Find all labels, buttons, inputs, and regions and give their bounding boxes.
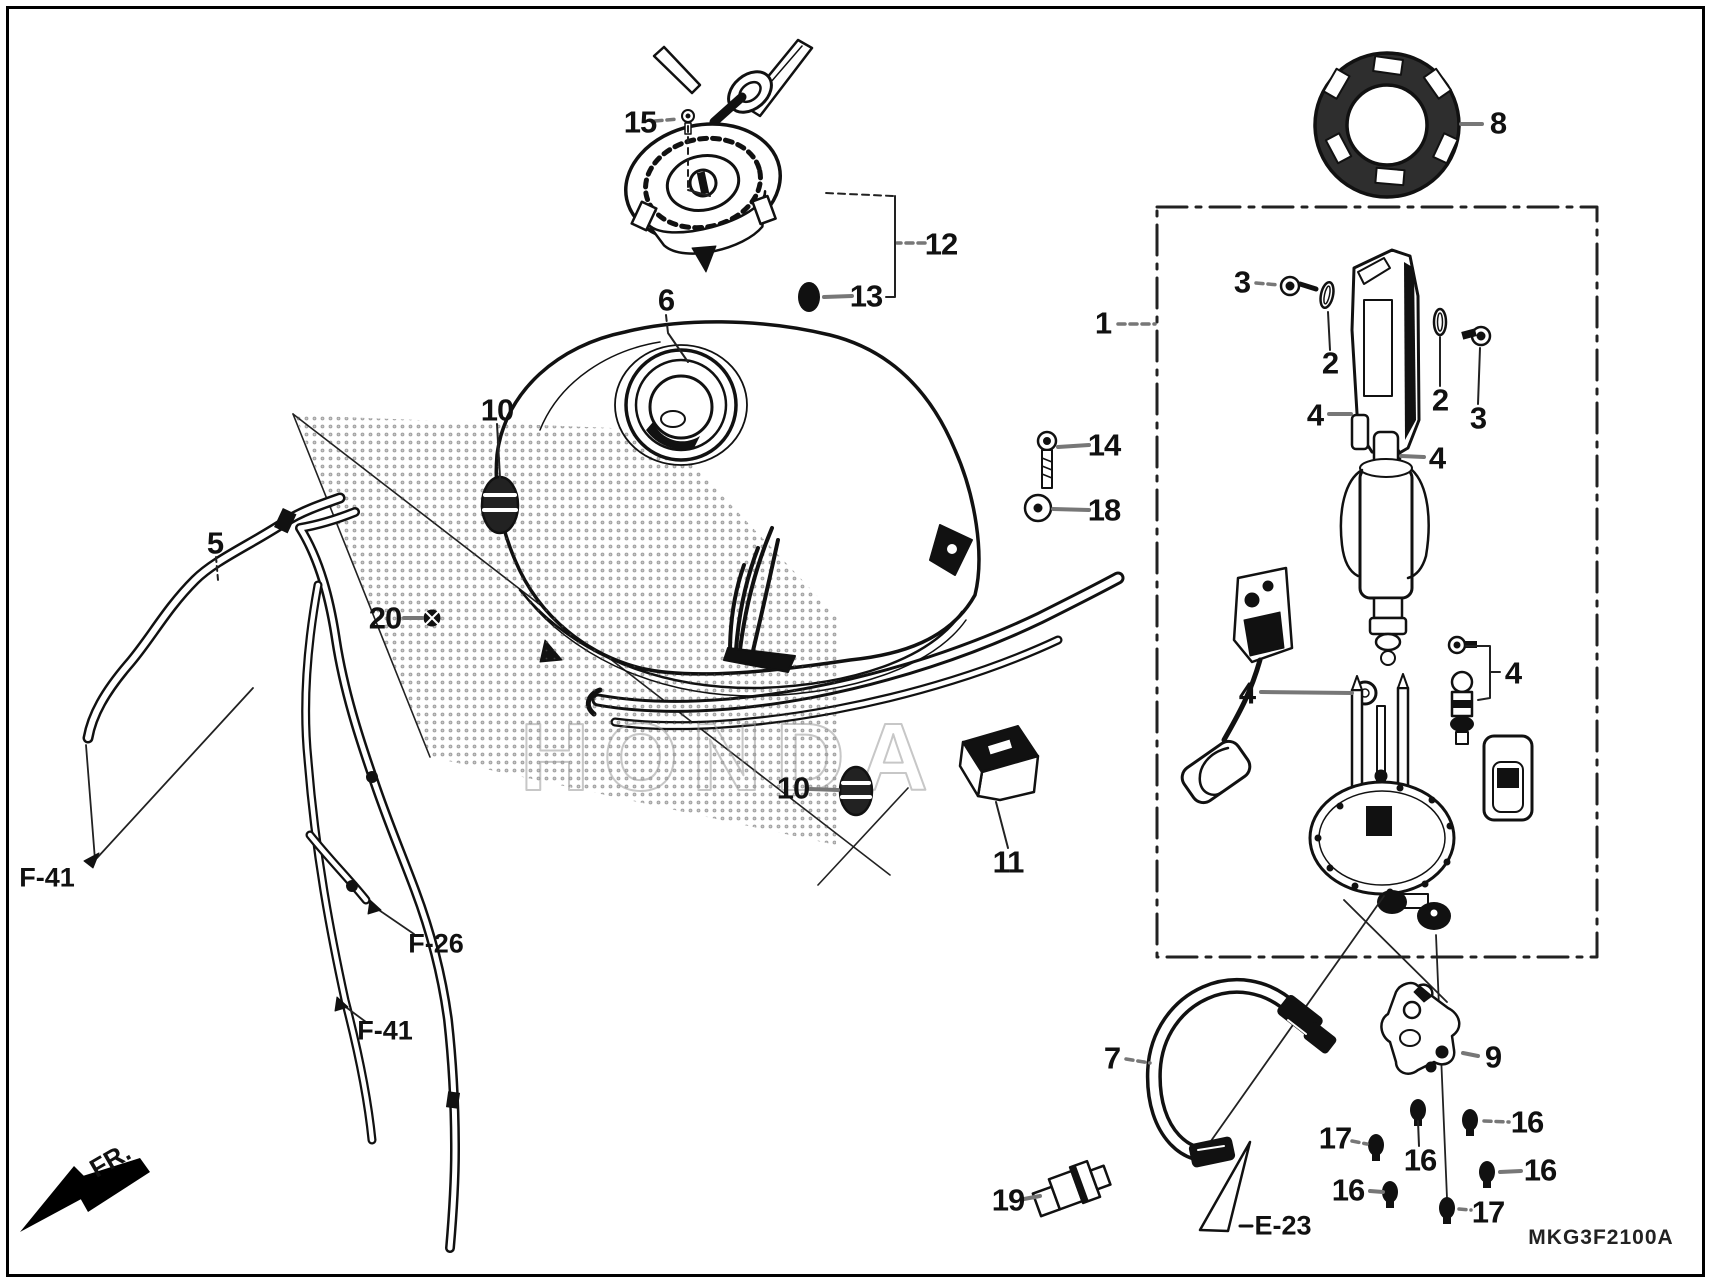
ref-label-f26: F-26	[408, 928, 464, 959]
part-label-16d: 16	[1331, 1172, 1365, 1208]
fuel-cap-key-art	[624, 38, 814, 273]
part-label-13: 13	[849, 278, 883, 314]
part-label-2b: 2	[1431, 382, 1449, 418]
ref-label-f41-left: F-41	[19, 862, 75, 893]
part-label-8: 8	[1489, 105, 1507, 141]
leader-lines	[83, 117, 1523, 1212]
part-label-12: 12	[924, 226, 958, 262]
part-label-2a: 2	[1321, 345, 1339, 381]
part-label-7: 7	[1103, 1040, 1121, 1076]
part-label-15: 15	[623, 104, 657, 140]
part-label-14: 14	[1087, 427, 1121, 463]
tank-filler-art	[614, 344, 748, 466]
fr-direction-arrow	[20, 1158, 150, 1232]
part-label-3a: 3	[1233, 264, 1251, 300]
page-border	[6, 6, 1705, 1277]
tank-grommet-rear	[838, 765, 874, 817]
ref-label-e23: E-23	[1254, 1210, 1312, 1241]
f26-arrowhead	[367, 899, 382, 915]
part-label-18: 18	[1087, 492, 1121, 528]
part-label-20: 20	[368, 600, 402, 636]
part-label-9: 9	[1484, 1039, 1502, 1075]
diagram-code: MKG3F2100A	[1528, 1226, 1674, 1249]
part-label-16c: 16	[1523, 1152, 1557, 1188]
packing-13-art	[798, 282, 820, 312]
lock-ring-art	[1313, 51, 1461, 199]
fuel-pump-assembly-art	[1180, 248, 1534, 930]
part-label-4a: 4	[1306, 397, 1324, 433]
part-label-1: 1	[1094, 305, 1112, 341]
bolt-14-art	[1036, 430, 1058, 489]
washer-18-art	[1023, 493, 1053, 523]
part-label-17b: 17	[1471, 1194, 1505, 1230]
part-label-17a: 17	[1318, 1120, 1352, 1156]
fuel-hose-art	[1145, 977, 1337, 1168]
hose-harness-art	[82, 492, 461, 1253]
part-label-4d: 4	[1504, 655, 1522, 691]
honda-wing-logo	[723, 526, 796, 673]
part-label-5: 5	[206, 525, 224, 561]
e23-arrow	[1198, 1140, 1254, 1233]
part-label-6: 6	[657, 282, 675, 318]
part-label-10b: 10	[776, 770, 810, 806]
bolt-20-art	[423, 609, 441, 627]
mount-11-art	[958, 725, 1040, 802]
f41-arrowhead	[83, 852, 100, 869]
assembly-box	[1155, 205, 1599, 959]
part-label-19: 19	[991, 1182, 1025, 1218]
f41b-arrowhead	[334, 996, 349, 1012]
halftone-shading	[295, 415, 840, 845]
part-label-11: 11	[992, 844, 1025, 880]
part-label-3b: 3	[1469, 400, 1487, 436]
part-label-4c: 4	[1238, 675, 1256, 711]
part-label-16a: 16	[1403, 1142, 1437, 1178]
bracket-9-art	[1380, 981, 1461, 1075]
joint-19-art	[1031, 1159, 1112, 1218]
part-label-10a: 10	[480, 392, 514, 428]
ref-label-f41-bottom: F-41	[357, 1015, 413, 1046]
part-label-4b: 4	[1428, 440, 1446, 476]
part-label-16b: 16	[1510, 1104, 1544, 1140]
